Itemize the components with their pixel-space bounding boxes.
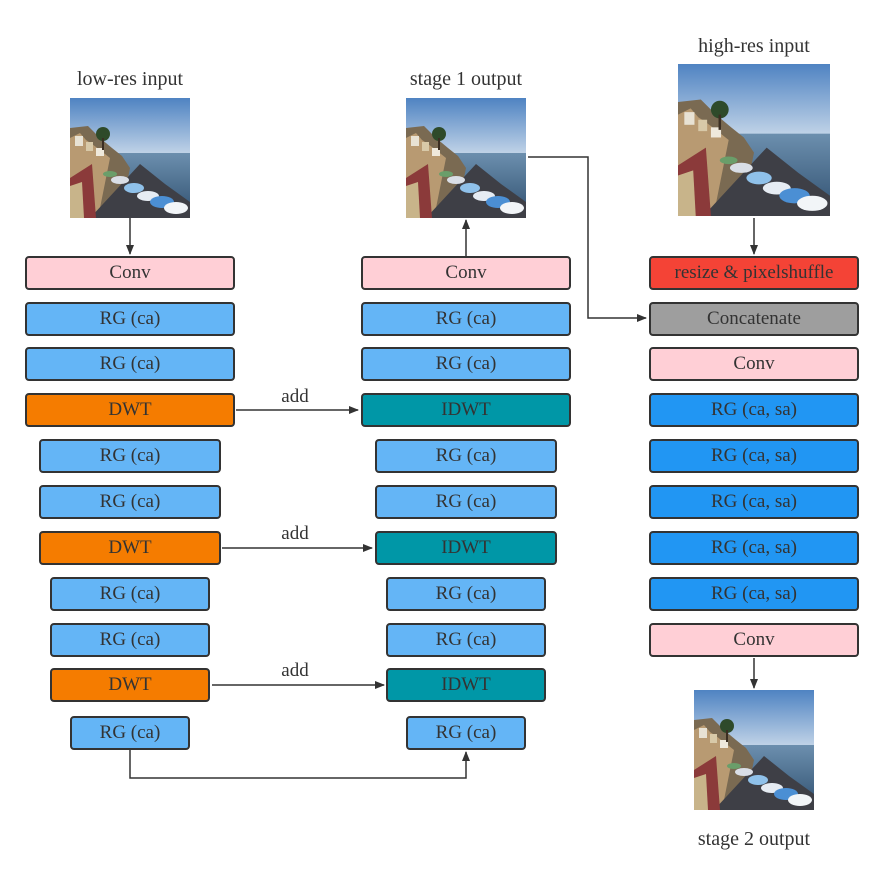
dec-idwt-block-1: IDWT	[361, 393, 571, 427]
stage1-output-label: stage 1 output	[409, 68, 523, 90]
skip-add-label-2: add	[281, 523, 309, 544]
enc-rg-block-2: RG (ca)	[25, 347, 235, 381]
enc-dwt-block-3: DWT	[50, 668, 210, 702]
stage2-rg-sa-block-4: RG (ca, sa)	[649, 531, 859, 565]
enc-rg-block-7: RG (ca)	[70, 716, 190, 750]
skip-add-label-1: add	[281, 386, 309, 407]
enc-rg-block-6: RG (ca)	[50, 623, 210, 657]
resize-pixelshuffle-block: resize & pixelshuffle	[649, 256, 859, 290]
dec-idwt-block-2: IDWT	[375, 531, 557, 565]
dec-rg-block-3: RG (ca)	[375, 439, 557, 473]
skip-add-label-3: add	[281, 660, 309, 681]
high-res-input-label: high-res input	[698, 35, 810, 57]
enc-rg-block-5: RG (ca)	[50, 577, 210, 611]
dec-rg-block-7: RG (ca)	[406, 716, 526, 750]
dec-conv-block: Conv	[361, 256, 571, 290]
low-res-input-label: low-res input	[76, 68, 184, 90]
enc-dwt-block-1: DWT	[25, 393, 235, 427]
enc-rg-block-4: RG (ca)	[39, 485, 221, 519]
dec-rg-block-6: RG (ca)	[386, 623, 546, 657]
stage2-rg-sa-block-2: RG (ca, sa)	[649, 439, 859, 473]
stage2-output-label: stage 2 output	[697, 828, 811, 850]
stage2-conv-block-2: Conv	[649, 623, 859, 657]
dec-rg-block-2: RG (ca)	[361, 347, 571, 381]
stage2-conv-block-1: Conv	[649, 347, 859, 381]
dec-rg-block-1: RG (ca)	[361, 302, 571, 336]
enc-rg-block-3: RG (ca)	[39, 439, 221, 473]
enc-dwt-block-2: DWT	[39, 531, 221, 565]
stage2-rg-sa-block-5: RG (ca, sa)	[649, 577, 859, 611]
dec-idwt-block-3: IDWT	[386, 668, 546, 702]
stage2-rg-sa-block-3: RG (ca, sa)	[649, 485, 859, 519]
dec-rg-block-5: RG (ca)	[386, 577, 546, 611]
concatenate-block: Concatenate	[649, 302, 859, 336]
stage2-rg-sa-block-1: RG (ca, sa)	[649, 393, 859, 427]
enc-rg-block-1: RG (ca)	[25, 302, 235, 336]
enc-conv-block: Conv	[25, 256, 235, 290]
dec-rg-block-4: RG (ca)	[375, 485, 557, 519]
